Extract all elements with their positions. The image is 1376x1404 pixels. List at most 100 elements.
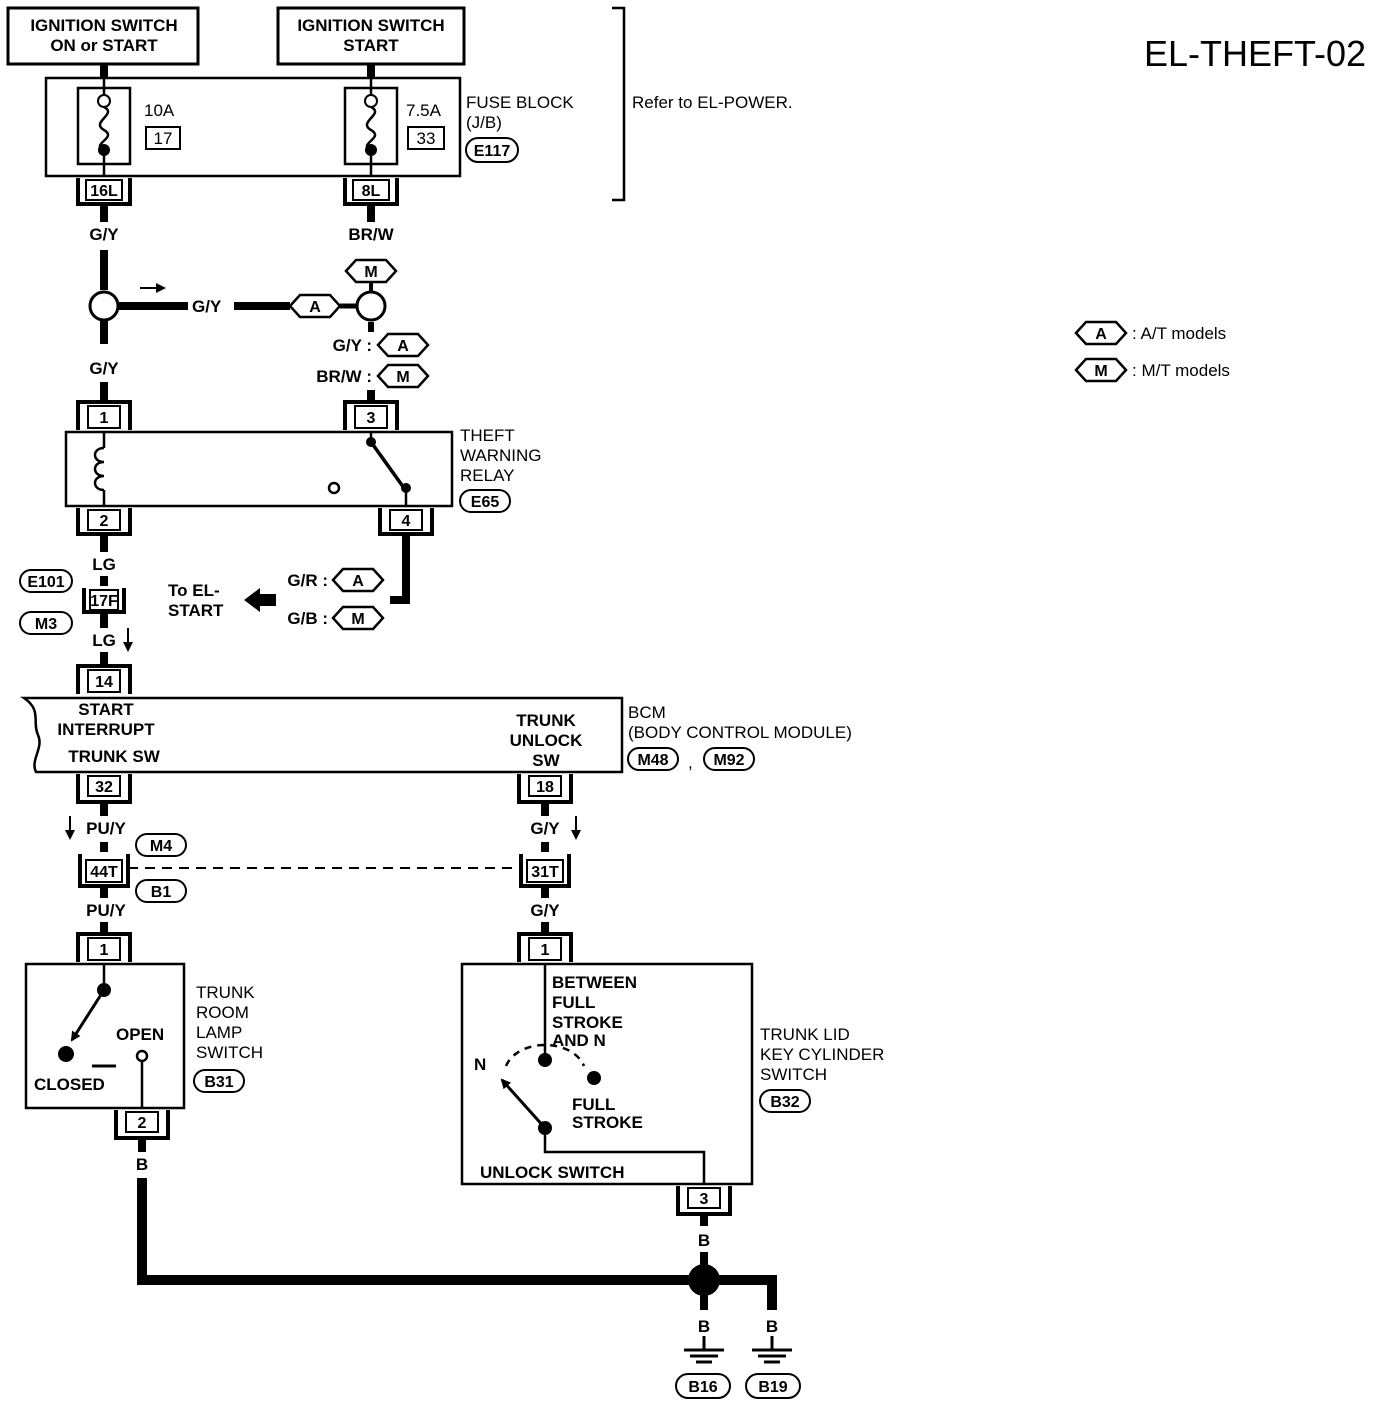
trunk-lid-between-3: STROKE	[552, 1013, 623, 1032]
bcm-pin-18: 18	[517, 774, 573, 804]
bcm-pin-32: 32	[76, 774, 132, 804]
ground-splice	[688, 1264, 720, 1296]
m3-connector-badge: M3	[19, 611, 73, 635]
bcm-connector-m92-badge: M92	[703, 747, 755, 771]
relay-pin-2: 2	[76, 508, 132, 536]
bcm-connector-2: M92	[713, 752, 744, 769]
b31-connector-badge: B31	[193, 1069, 245, 1093]
trunk-room-connector: B31	[204, 1074, 233, 1091]
tag-m-1-label: M	[364, 264, 377, 281]
ground-b16-icon	[684, 1336, 724, 1364]
fuse-block: 10A 17 7.5A 33	[44, 76, 462, 178]
fuse-block-connector: E117	[474, 143, 511, 160]
wire-b-3: B	[698, 1317, 710, 1336]
trunk-lid-label-2: KEY CYLINDER	[760, 1045, 884, 1064]
trunk-lid-label-1: TRUNK LID	[760, 1025, 850, 1044]
relay-connector-badge: E65	[459, 489, 511, 513]
relay-pin-1: 1	[76, 400, 132, 430]
ground-b16: B16	[688, 1379, 717, 1396]
tag-a-2: A	[376, 332, 430, 358]
ground-b19: B19	[758, 1379, 787, 1396]
terminal-17f-label: 17F	[90, 593, 118, 610]
tag-a-1-label: A	[309, 299, 321, 316]
fuse-right-number: 33	[417, 129, 436, 148]
bcm-pin-14-label: 14	[95, 674, 113, 691]
fuse-block-label-2: (J/B)	[466, 113, 502, 132]
bcm: START INTERRUPT TRUNK SW TRUNK UNLOCK SW	[19, 696, 624, 774]
wire-b-4: B	[766, 1317, 778, 1336]
terminal-44t: 44T	[78, 854, 130, 888]
relay-connector: E65	[471, 494, 500, 511]
tag-m-1: M	[344, 258, 398, 284]
trunk-lid-full-1: FULL	[572, 1095, 615, 1114]
ignition-right-label-1: IGNITION SWITCH	[297, 16, 444, 35]
splice-right	[355, 290, 387, 322]
terminal-31t: 31T	[519, 854, 571, 888]
trunk-room-pin-1: 1	[76, 932, 132, 962]
trunk-room-label-1: TRUNK	[196, 983, 255, 1002]
trunk-lid-key-cylinder-switch: BETWEEN FULL STROKE AND N N FULL STROKE …	[460, 962, 754, 1186]
joint-connector-bottom: M3	[35, 616, 57, 633]
trunk-lid-switch-blade	[500, 1078, 547, 1130]
tag-a-2-label: A	[397, 338, 409, 355]
trunk-lid-pin-1: 1	[517, 932, 573, 962]
tag-m-2-label: M	[396, 369, 409, 386]
relay-pin-2-label: 2	[100, 513, 109, 530]
fuse-left-number: 17	[154, 129, 173, 148]
trunk-room-label-4: SWITCH	[196, 1043, 263, 1062]
to-el-start-2: START	[168, 601, 224, 620]
fuse-block-label-1: FUSE BLOCK	[466, 93, 574, 112]
ignition-left-label-1: IGNITION SWITCH	[30, 16, 177, 35]
trunk-lid-connector: B32	[770, 1094, 799, 1111]
b32-connector-badge: B32	[759, 1089, 811, 1113]
legend: A : A/T models M : M/T models	[1074, 320, 1230, 383]
trunk-room-pin-2: 2	[114, 1110, 170, 1140]
wire-gy-horizontal: G/Y	[192, 297, 222, 316]
bcm-left-1: START	[78, 700, 134, 719]
trunk-room-switch-blade	[70, 989, 106, 1042]
joint-connector-top: E101	[27, 574, 64, 591]
trunk-lid-between-2: FULL	[552, 993, 595, 1012]
b1-connector-badge: B1	[135, 879, 187, 903]
wire-b-2: B	[698, 1231, 710, 1250]
relay-coil-icon	[93, 446, 105, 492]
trunk-room-lamp-switch: OPEN CLOSED	[24, 962, 186, 1110]
terminal-16l: 16L	[76, 178, 132, 206]
legend-m-text: : M/T models	[1132, 361, 1230, 380]
terminal-31t-label: 31T	[531, 864, 559, 881]
bcm-label-1: BCM	[628, 703, 666, 722]
bcm-left-3: TRUNK SW	[68, 747, 161, 766]
fuse-block-connector-badge: E117	[465, 137, 519, 163]
wire-puy-2: PU/Y	[86, 901, 126, 920]
e101-connector-badge: E101	[19, 569, 73, 593]
terminal-44t-label: 44T	[90, 864, 118, 881]
to-el-start-arrow-icon	[244, 588, 276, 612]
wire-lg-2: LG	[92, 631, 116, 650]
legend-a-tag: A	[1074, 320, 1128, 346]
bcm-pin-14: 14	[76, 664, 132, 694]
trunk-lid-pin-3: 3	[676, 1186, 732, 1216]
wire-brw-1: BR/W	[348, 225, 394, 244]
relay-pin-3-label: 3	[367, 410, 376, 427]
theft-warning-relay	[64, 430, 454, 508]
joint2-connector-bottom: B1	[151, 884, 172, 901]
terminal-8l-label: 8L	[362, 183, 381, 200]
trunk-room-label-2: ROOM	[196, 1003, 249, 1022]
b16-connector-badge: B16	[675, 1373, 731, 1399]
legend-m-tag: M	[1074, 357, 1128, 383]
trunk-room-pin-1-label: 1	[100, 942, 109, 959]
tag-a-3: A	[331, 567, 385, 593]
ground-b19-icon	[752, 1336, 792, 1364]
tag-a-1: A	[288, 293, 342, 319]
tag-m-3-label: M	[351, 611, 364, 628]
terminal-17f: 17F	[82, 588, 126, 614]
terminal-8l: 8L	[343, 178, 399, 206]
fuse-right-rating: 7.5A	[406, 101, 442, 120]
trunk-lid-full-2: STROKE	[572, 1113, 643, 1132]
diagram-title: EL-THEFT-02	[1144, 33, 1366, 74]
refer-note: Refer to EL-POWER.	[632, 93, 793, 112]
ignition-start-box: IGNITION SWITCH START	[276, 6, 466, 66]
trunk-lid-n: N	[474, 1055, 486, 1074]
tag-m-2: M	[376, 363, 430, 389]
